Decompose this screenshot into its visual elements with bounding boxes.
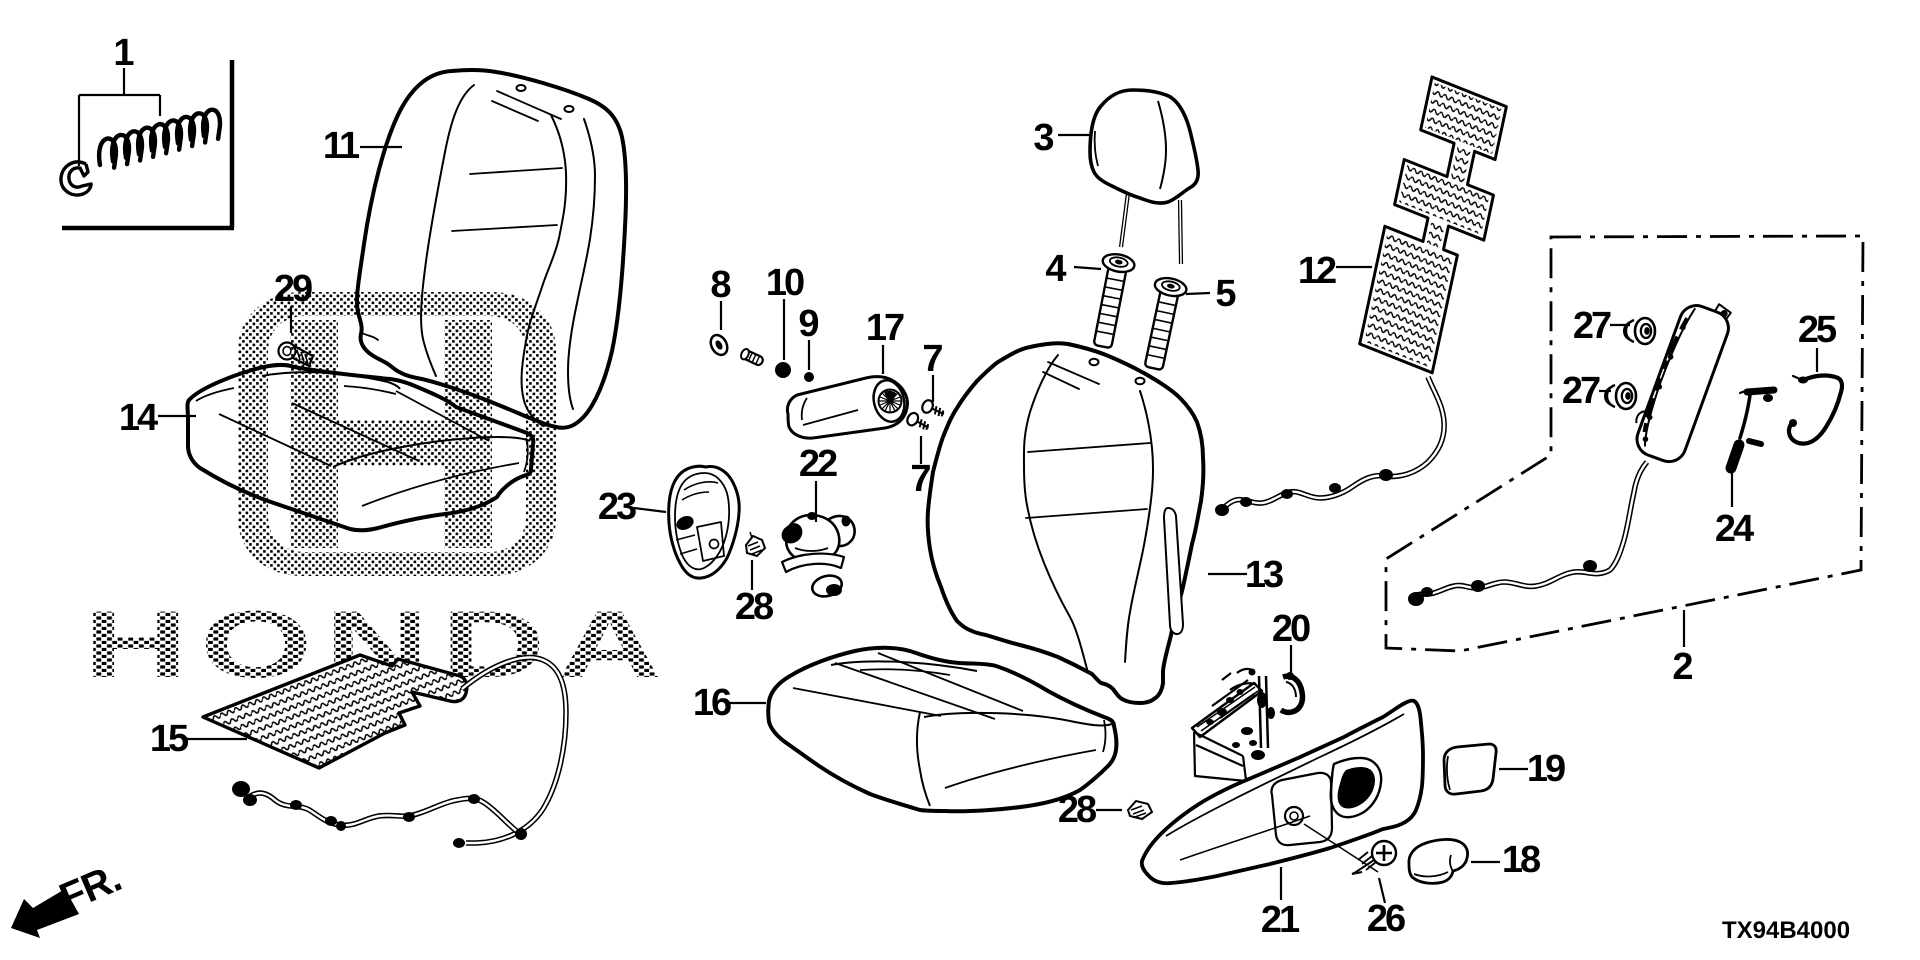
svg-text:20: 20 <box>1272 608 1310 650</box>
svg-text:13: 13 <box>1245 554 1283 596</box>
svg-text:18: 18 <box>1502 839 1540 881</box>
svg-text:11: 11 <box>323 125 360 167</box>
svg-text:29: 29 <box>274 268 312 310</box>
svg-text:28: 28 <box>1058 789 1096 831</box>
svg-text:16: 16 <box>693 682 731 724</box>
svg-text:15: 15 <box>150 718 189 760</box>
svg-text:8: 8 <box>710 264 731 306</box>
svg-text:25: 25 <box>1798 309 1837 351</box>
svg-text:27: 27 <box>1573 305 1611 347</box>
svg-text:9: 9 <box>798 303 819 345</box>
svg-text:7: 7 <box>910 458 931 500</box>
svg-text:7: 7 <box>922 338 943 380</box>
svg-text:27: 27 <box>1562 370 1600 412</box>
svg-text:22: 22 <box>799 443 837 485</box>
svg-text:12: 12 <box>1298 250 1336 292</box>
svg-text:17: 17 <box>866 307 904 349</box>
svg-text:19: 19 <box>1527 748 1565 790</box>
svg-text:3: 3 <box>1033 117 1054 159</box>
svg-text:24: 24 <box>1715 508 1754 550</box>
svg-text:4: 4 <box>1045 248 1066 290</box>
svg-text:1: 1 <box>113 32 134 74</box>
svg-text:26: 26 <box>1367 898 1405 940</box>
svg-text:28: 28 <box>735 586 773 628</box>
svg-text:23: 23 <box>598 486 636 528</box>
svg-text:10: 10 <box>766 262 804 304</box>
svg-text:5: 5 <box>1215 273 1236 315</box>
svg-text:14: 14 <box>119 397 158 439</box>
svg-text:21: 21 <box>1261 899 1300 941</box>
svg-text:TX94B4000: TX94B4000 <box>1722 917 1850 944</box>
svg-text:2: 2 <box>1672 646 1693 688</box>
